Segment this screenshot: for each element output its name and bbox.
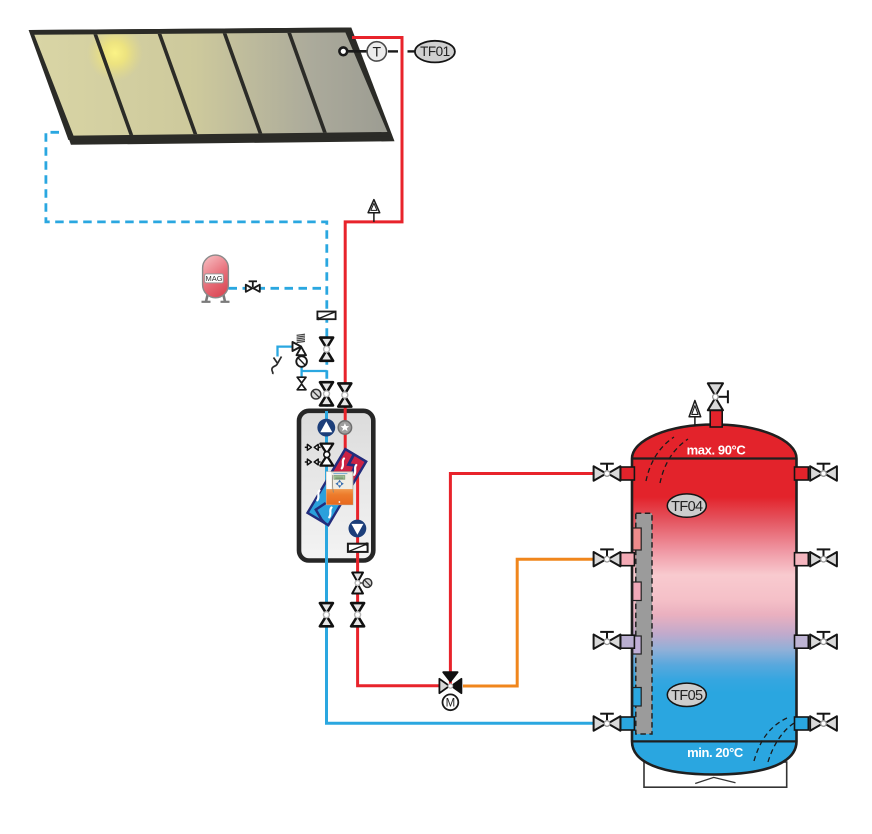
svg-text:TF01: TF01 bbox=[420, 44, 450, 59]
svg-text:MAG: MAG bbox=[205, 274, 222, 283]
svg-text:TF05: TF05 bbox=[671, 688, 703, 704]
svg-text:max. 90°C: max. 90°C bbox=[687, 443, 747, 458]
svg-text:TF04: TF04 bbox=[671, 499, 703, 515]
svg-text:min. 20°C: min. 20°C bbox=[687, 745, 744, 760]
svg-text:T: T bbox=[373, 43, 382, 59]
svg-text:M: M bbox=[446, 698, 456, 710]
